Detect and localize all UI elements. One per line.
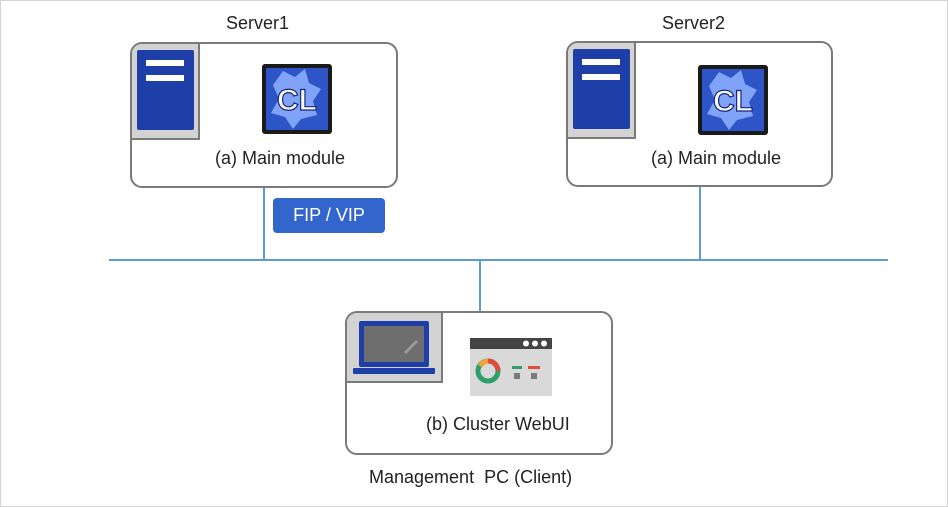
server1-name: Server1 (226, 13, 290, 33)
cl-logo-icon: CL (262, 64, 332, 134)
server1-drop-line (263, 187, 265, 260)
network-bus-line (109, 259, 888, 261)
server-tile (568, 43, 636, 139)
server-tile (132, 44, 200, 140)
server-icon (137, 50, 194, 130)
server1-module-label: (a) Main module (215, 148, 346, 168)
webui-dashboard-icon (470, 338, 552, 396)
client-drop-line (479, 260, 481, 313)
cl-logo-text: CL (713, 85, 753, 118)
server2-module-label: (a) Main module (651, 148, 782, 168)
laptop-tile (347, 313, 443, 383)
client-box: (b) Cluster WebUI (345, 311, 613, 455)
server1-box: CL (a) Main module (130, 42, 398, 188)
client-module-label: (b) Cluster WebUI (426, 414, 570, 434)
cl-logo-text: CL (277, 84, 317, 117)
client-caption: Management PC (Client) (369, 467, 573, 487)
server-icon (573, 49, 630, 129)
server2-drop-line (699, 187, 701, 260)
fip-vip-badge: FIP / VIP (273, 198, 385, 233)
cl-logo-icon: CL (698, 65, 768, 135)
server2-box: CL (a) Main module (566, 41, 833, 187)
laptop-icon (353, 321, 435, 374)
server2-name: Server2 (662, 13, 726, 33)
